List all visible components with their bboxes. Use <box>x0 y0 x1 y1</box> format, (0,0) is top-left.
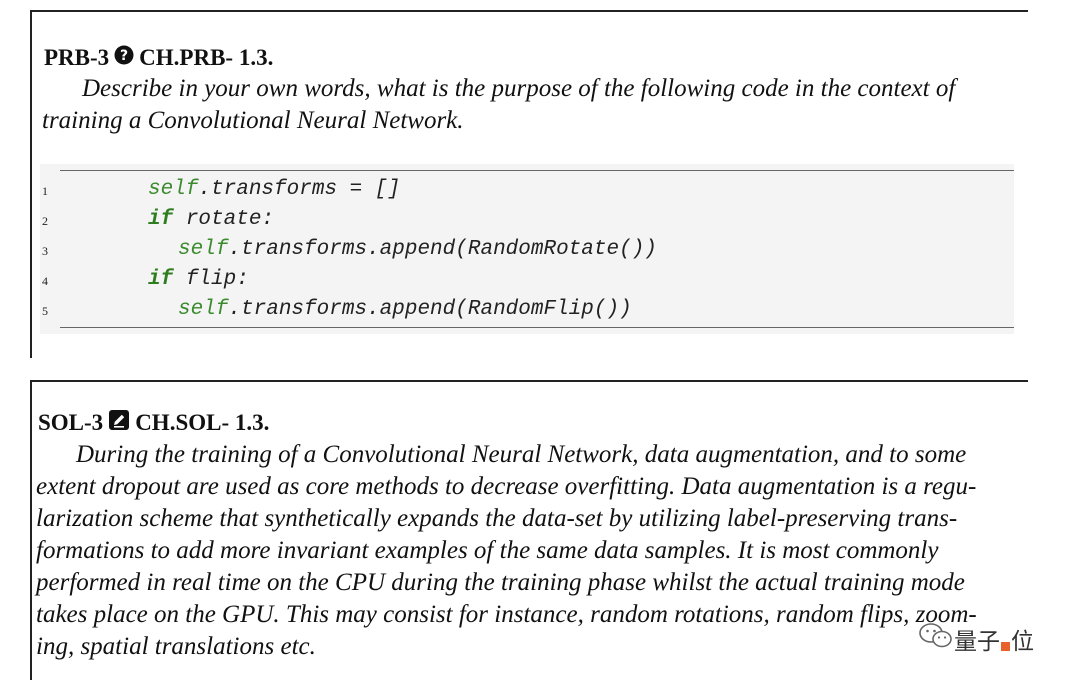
code-self: self <box>148 178 199 201</box>
problem-line: Describe in your own words, what is the … <box>82 75 956 102</box>
code-line: 3 self.transforms.append(RandomRotate()) <box>40 238 1014 268</box>
code-listing: 1 self.transforms = [] 2 if rotate: 3 se… <box>40 164 1014 334</box>
code-keyword: if <box>148 268 174 291</box>
solution-line: performed in real time on the CPU during… <box>36 569 965 596</box>
code-line: 4 if flip: <box>40 268 1014 298</box>
question-circle-icon: ? <box>114 45 134 71</box>
problem-box: PRB-3 ? CH.PRB- 1.3. Describe in your ow… <box>30 10 1028 358</box>
problem-heading: PRB-3 ? CH.PRB- 1.3. <box>44 45 273 71</box>
line-number: 1 <box>42 184 48 198</box>
svg-text:?: ? <box>120 48 128 64</box>
code-text: .transforms = [] <box>198 178 401 201</box>
line-number: 4 <box>42 274 48 288</box>
code-text: flip: <box>173 268 249 291</box>
solution-answer: During the training of a Convolutional N… <box>36 439 1026 663</box>
solution-line: formations to add more invariant example… <box>36 537 939 564</box>
edit-square-icon <box>108 409 130 437</box>
watermark-text: 量子 <box>954 629 1000 655</box>
solution-line: During the training of a Convolutional N… <box>76 441 967 468</box>
code-rule-bottom <box>60 327 1014 328</box>
code-line: 5 self.transforms.append(RandomFlip()) <box>40 298 1014 328</box>
solution-line: ing, spatial translations etc. <box>36 633 316 660</box>
problem-line: training a Convolutional Neural Network. <box>42 107 464 134</box>
code-line: 2 if rotate: <box>40 208 1014 238</box>
problem-question: Describe in your own words, what is the … <box>42 73 1022 137</box>
solution-line: takes place on the GPU. This may consist… <box>36 601 977 628</box>
problem-chapter-ref: CH.PRB- 1.3. <box>139 45 274 70</box>
code-text: .transforms.append(RandomRotate()) <box>228 238 657 261</box>
code-rule-top <box>60 170 1014 171</box>
watermark: 量子位 <box>918 622 1034 656</box>
code-line: 1 self.transforms = [] <box>40 178 1014 208</box>
brand-square-icon <box>1001 642 1010 651</box>
watermark-text: 位 <box>1011 629 1034 655</box>
code-text: .transforms.append(RandomFlip()) <box>228 298 632 321</box>
solution-heading: SOL-3 CH.SOL- 1.3. <box>38 409 269 437</box>
solution-label: SOL-3 <box>38 410 104 435</box>
code-keyword: if <box>148 208 174 231</box>
line-number: 5 <box>42 304 48 318</box>
problem-label: PRB-3 <box>44 45 110 70</box>
line-number: 2 <box>42 214 48 228</box>
solution-line: extent dropout are used as core methods … <box>36 473 977 500</box>
solution-chapter-ref: CH.SOL- 1.3. <box>135 410 270 435</box>
code-self: self <box>178 298 229 321</box>
code-self: self <box>178 238 229 261</box>
solution-line: larization scheme that synthetically exp… <box>36 505 958 532</box>
wechat-icon <box>918 622 954 656</box>
line-number: 3 <box>42 244 48 258</box>
code-text: rotate: <box>173 208 275 231</box>
solution-box: SOL-3 CH.SOL- 1.3. During the training o… <box>30 380 1028 680</box>
